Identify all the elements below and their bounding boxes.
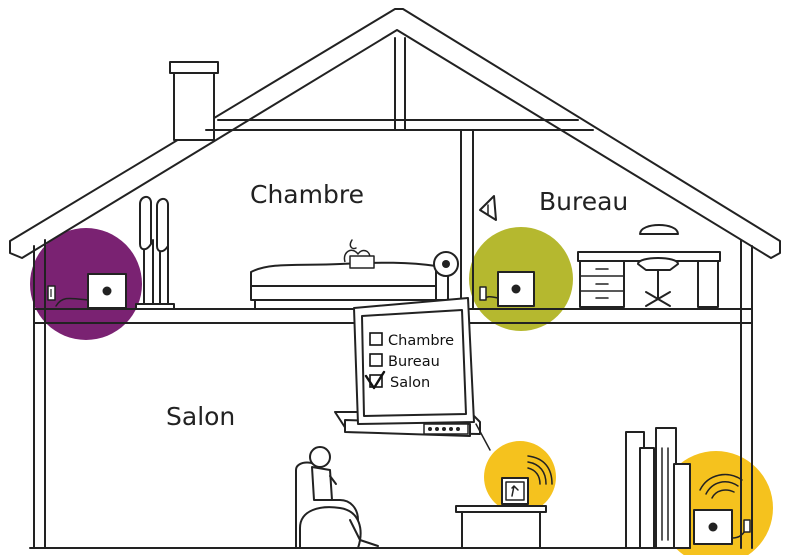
menu-item-salon: Salon (390, 375, 430, 391)
chambre-satellite-speaker (434, 252, 458, 276)
chimney (170, 62, 218, 140)
roof (10, 9, 780, 258)
menu-item-bureau: Bureau (388, 354, 440, 370)
room-label-chambre: Chambre (250, 180, 364, 209)
menu-checkbox-bureau[interactable] (370, 354, 382, 366)
menu-checkbox-chambre[interactable] (370, 333, 382, 345)
wall-speaker (480, 196, 496, 220)
menu-item-chambre: Chambre (388, 333, 454, 349)
room-label-bureau: Bureau (539, 187, 628, 216)
chambre-floor-speakers (136, 197, 174, 309)
room-label-salon: Salon (166, 402, 235, 431)
salon-tall-speakers (626, 428, 690, 548)
armchair-with-person (296, 447, 378, 548)
desk-chair (638, 225, 678, 306)
tv-link-line (476, 424, 490, 450)
